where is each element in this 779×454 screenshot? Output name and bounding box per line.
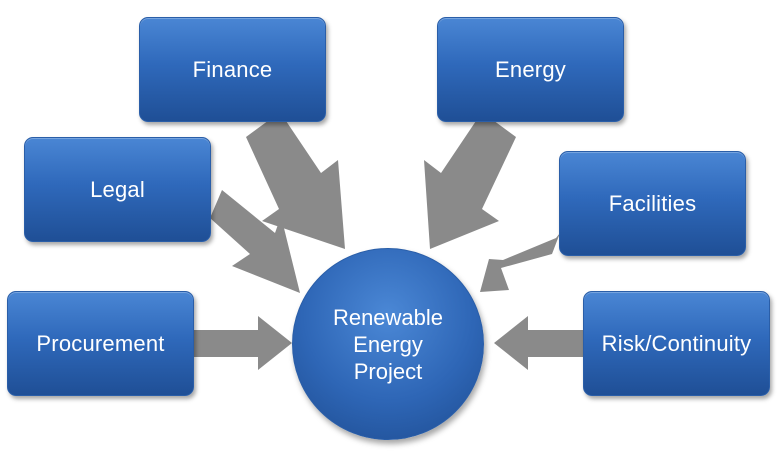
facilities-label: Facilities: [608, 190, 697, 216]
arrow-facilities: [480, 233, 560, 292]
finance-box: Finance: [139, 17, 326, 122]
risk-continuity-box: Risk/Continuity: [583, 291, 770, 396]
risk-continuity-label: Risk/Continuity: [601, 330, 752, 356]
procurement-box: Procurement: [7, 291, 194, 396]
legal-label: Legal: [90, 176, 145, 202]
arrow-risk-continuity: [494, 316, 583, 370]
finance-label: Finance: [192, 56, 273, 82]
arrow-procurement: [193, 316, 292, 370]
arrow-energy: [424, 112, 516, 249]
arrow-finance: [246, 112, 345, 249]
arrow-legal: [210, 190, 300, 293]
renewable-energy-project-node: Renewable Energy Project: [292, 248, 484, 440]
center-label: Renewable Energy Project: [332, 304, 444, 384]
energy-box: Energy: [437, 17, 624, 122]
procurement-label: Procurement: [36, 330, 165, 356]
legal-box: Legal: [24, 137, 211, 242]
facilities-box: Facilities: [559, 151, 746, 256]
energy-label: Energy: [495, 56, 566, 82]
